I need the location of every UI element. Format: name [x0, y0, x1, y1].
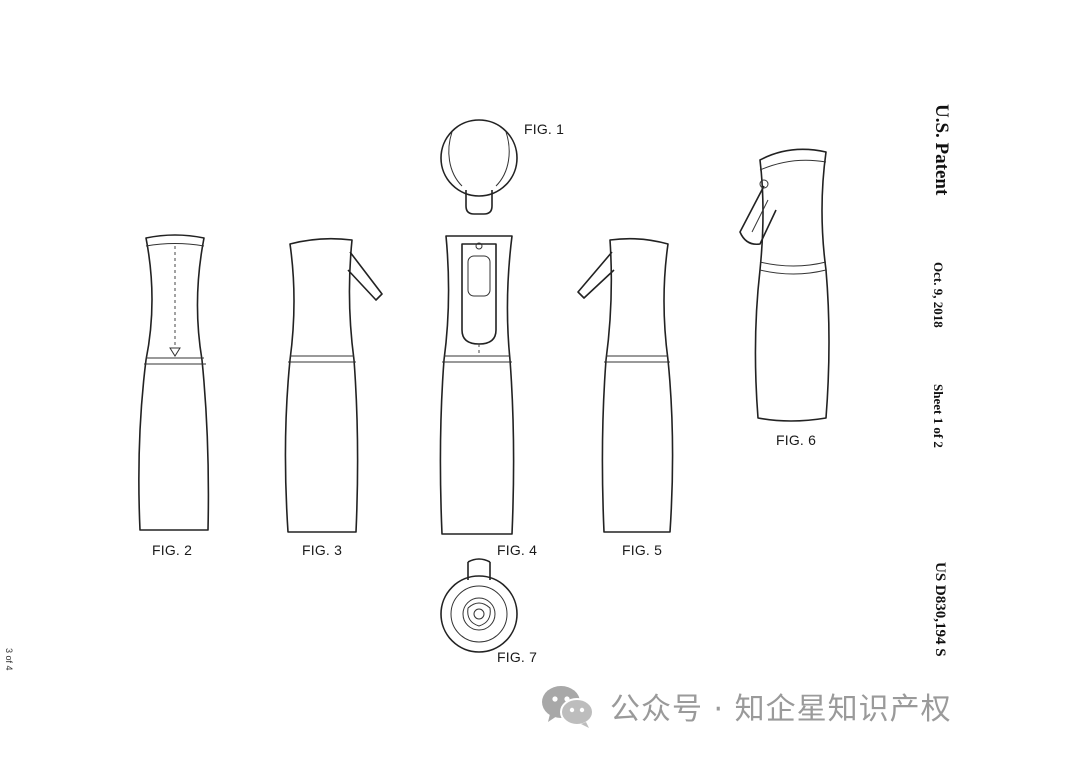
fig2-label: FIG. 2 — [152, 542, 193, 558]
wechat-icon — [542, 686, 594, 728]
patent-number: US D830,194 S — [932, 562, 948, 657]
watermark: 公众号 · 知企星知识产权 — [540, 682, 952, 730]
fig3-label: FIG. 3 — [302, 542, 343, 558]
sheet-number: Sheet 1 of 2 — [931, 384, 946, 448]
fig6-perspective-view-drawing — [739, 148, 830, 422]
fig7-bottom-view-drawing — [440, 558, 518, 653]
watermark-text: 公众号 · 知企星知识产权 — [610, 692, 952, 727]
fig3-side-view-drawing — [284, 237, 383, 533]
fig6-label: FIG. 6 — [776, 432, 817, 448]
fig5-label: FIG. 5 — [622, 542, 663, 558]
patent-label: U.S. Patent — [931, 104, 952, 196]
page-counter: 3 of 4 — [4, 648, 14, 671]
fig7-label: FIG. 7 — [497, 649, 538, 665]
fig1-label: FIG. 1 — [524, 121, 565, 137]
patent-date: Oct. 9, 2018 — [931, 262, 946, 328]
fig1-top-view-drawing — [440, 119, 518, 215]
fig5-side-view-drawing — [577, 237, 674, 533]
fig2-front-view-drawing — [138, 234, 210, 531]
fig4-rear-view-drawing — [439, 235, 515, 535]
fig4-label: FIG. 4 — [497, 542, 538, 558]
